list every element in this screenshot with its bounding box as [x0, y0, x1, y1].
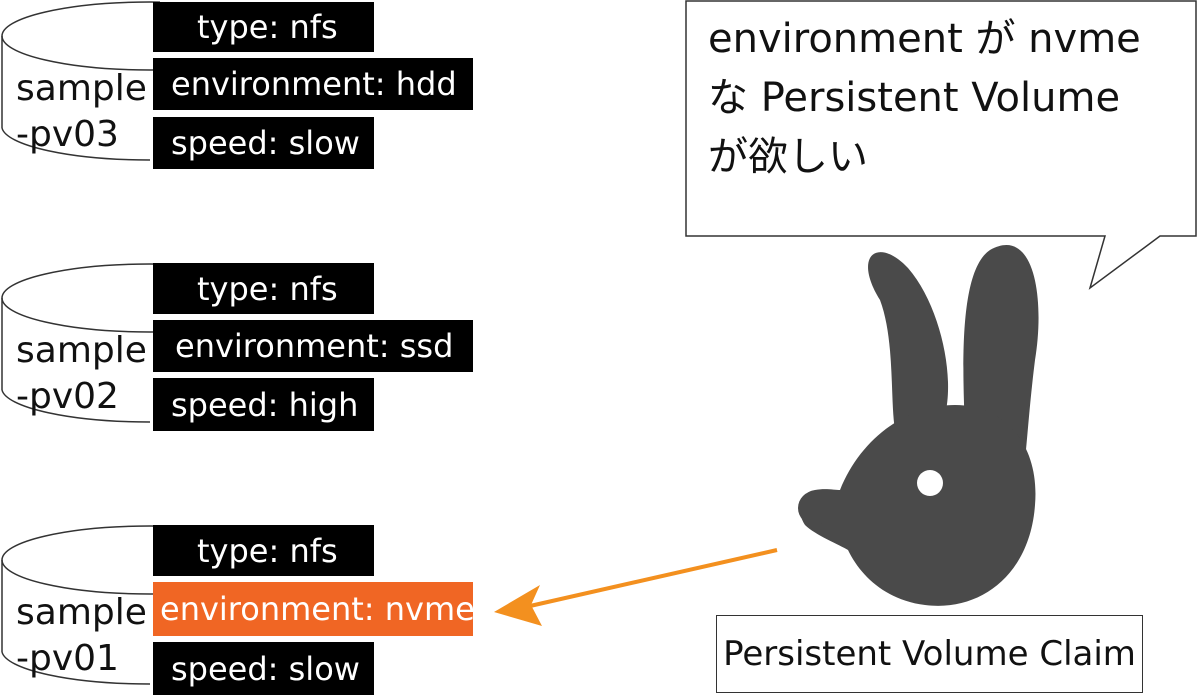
label-speed: speed: slow — [153, 117, 374, 169]
label-speed: speed: slow — [153, 642, 374, 695]
volume-name: sample -pv01 — [16, 592, 147, 679]
eye-icon — [917, 470, 943, 496]
claim-label: Persistent Volume Claim — [723, 634, 1136, 674]
volume-name: sample -pv03 — [16, 68, 147, 155]
label-type: type: nfs — [153, 2, 374, 52]
speech-line: な Persistent Volume — [708, 75, 1121, 121]
persistent-volume-claim-box: Persistent Volume Claim — [716, 615, 1143, 693]
volume-sample-pv01: sample -pv01 type: nfs environment: nvme… — [0, 524, 480, 696]
speech-line: environment が nvme — [708, 16, 1141, 62]
volume-sample-pv02: sample -pv02 type: nfs environment: ssd … — [0, 262, 480, 434]
cylinder-icon — [1, 525, 160, 685]
label-environment-highlighted: environment: nvme — [153, 582, 475, 636]
speech-text: environment が nvme な Persistent Volume が… — [708, 10, 1178, 187]
speech-bubble — [685, 0, 1197, 290]
label-environment: environment: ssd — [153, 320, 473, 372]
label-type: type: nfs — [153, 525, 374, 576]
speech-line: が欲しい — [708, 134, 868, 180]
volume-sample-pv03: sample -pv03 type: nfs environment: hdd … — [0, 0, 480, 172]
volume-name: sample -pv02 — [16, 330, 147, 417]
arrow-icon — [494, 548, 778, 626]
label-environment: environment: hdd — [153, 58, 473, 110]
rabbit-icon — [798, 245, 1039, 606]
cylinder-icon — [1, 1, 160, 161]
label-type: type: nfs — [153, 263, 374, 314]
label-speed: speed: high — [153, 378, 374, 431]
cylinder-icon — [1, 263, 160, 423]
